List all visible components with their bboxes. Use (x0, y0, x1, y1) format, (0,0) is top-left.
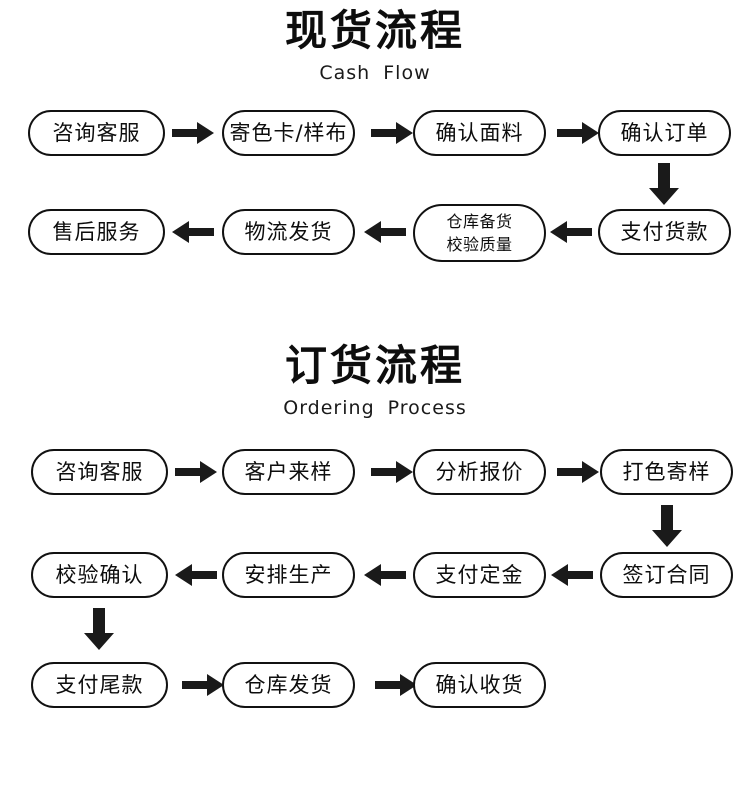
arrow-left-icon (551, 563, 593, 587)
section-title-en: Cash Flow (319, 62, 431, 84)
node-order-sign-contract[interactable]: 签订合同 (600, 552, 733, 598)
arrow-down-icon (83, 608, 115, 650)
node-cash-warehouse-qc[interactable]: 仓库备货 校验质量 (413, 204, 546, 262)
node-cash-consult-service[interactable]: 咨询客服 (28, 110, 165, 156)
arrow-left-icon (364, 563, 406, 587)
arrow-down-icon (651, 505, 683, 547)
node-cash-confirm-fabric[interactable]: 确认面料 (413, 110, 546, 156)
node-cash-after-sales[interactable]: 售后服务 (28, 209, 165, 255)
arrow-left-icon (172, 220, 214, 244)
arrow-down-icon (648, 163, 680, 205)
node-order-confirm-receipt[interactable]: 确认收货 (413, 662, 546, 708)
arrow-left-icon (364, 220, 406, 244)
node-order-arrange-production[interactable]: 安排生产 (222, 552, 355, 598)
section-title-ordering-process: 订货流程 Ordering Process (0, 341, 750, 420)
node-order-pay-balance[interactable]: 支付尾款 (31, 662, 168, 708)
section-title-en: Ordering Process (283, 397, 467, 419)
node-cash-confirm-order[interactable]: 确认订单 (598, 110, 731, 156)
node-order-consult-service[interactable]: 咨询客服 (31, 449, 168, 495)
node-order-color-sample[interactable]: 打色寄样 (600, 449, 733, 495)
arrow-left-icon (175, 563, 217, 587)
node-order-inspect-confirm[interactable]: 校验确认 (31, 552, 168, 598)
node-cash-payment[interactable]: 支付货款 (598, 209, 731, 255)
arrow-right-icon (182, 673, 224, 697)
section-title-zh: 订货流程 (284, 341, 465, 390)
section-title-cash-flow: 现货流程 Cash Flow (0, 6, 750, 85)
arrow-right-icon (557, 121, 599, 145)
node-cash-send-color-card[interactable]: 寄色卡/样布 (222, 110, 355, 156)
arrow-right-icon (172, 121, 214, 145)
node-order-pay-deposit[interactable]: 支付定金 (413, 552, 546, 598)
arrow-right-icon (375, 673, 417, 697)
node-order-analysis-quote[interactable]: 分析报价 (413, 449, 546, 495)
node-cash-logistics-shipping[interactable]: 物流发货 (222, 209, 355, 255)
arrow-right-icon (557, 460, 599, 484)
node-order-warehouse-ship[interactable]: 仓库发货 (222, 662, 355, 708)
arrow-right-icon (371, 121, 413, 145)
section-title-zh: 现货流程 (284, 6, 465, 55)
arrow-left-icon (550, 220, 592, 244)
arrow-right-icon (175, 460, 217, 484)
arrow-right-icon (371, 460, 413, 484)
node-order-customer-sample[interactable]: 客户来样 (222, 449, 355, 495)
